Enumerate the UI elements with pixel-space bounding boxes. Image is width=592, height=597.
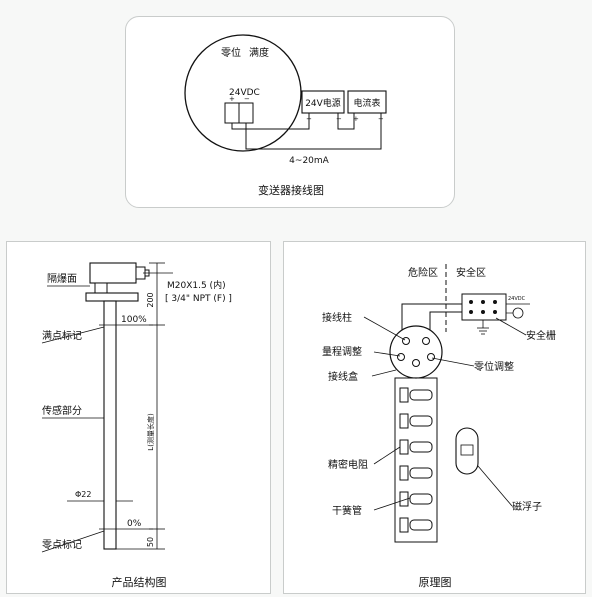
full-mark-label: 满点标记 xyxy=(42,330,82,342)
meter-plus-sign: + xyxy=(353,115,359,123)
magnetic-float-leader xyxy=(477,465,513,507)
thread-line2: [ 3/4" NPT (F) ] xyxy=(165,294,232,304)
terminal-post-label: 接线柱 xyxy=(322,311,352,324)
supply-label: 24VDC xyxy=(229,88,260,98)
zero-adjust-label: 零位调整 xyxy=(474,360,514,373)
dimension-lines xyxy=(116,262,165,550)
terminal-plus xyxy=(224,102,240,124)
hazard-zone-label: 危险区 xyxy=(408,266,438,279)
thread-line1: M20X1.5 (内) xyxy=(167,279,226,291)
principle-diagram: 危险区 安全区 24VDC xyxy=(322,264,556,589)
transmitter-head-outline xyxy=(184,34,302,152)
flange xyxy=(85,292,139,302)
principle-caption: 原理图 xyxy=(419,576,452,589)
structure-diagram: 100% 0% 200 L(测量长度) 50 M20X1.5 (内) [ 3/4… xyxy=(41,262,232,589)
barrier-terminals xyxy=(469,300,497,314)
zero-label: 零位 xyxy=(221,46,241,59)
safe-zone-label: 安全区 xyxy=(456,266,486,279)
reed-switch-leader xyxy=(373,497,411,511)
terminal-minus xyxy=(238,102,254,124)
terminal-post-leader xyxy=(363,316,406,341)
float-magnet xyxy=(460,444,474,456)
full-mark-leader xyxy=(41,326,105,344)
explosion-surface-label: 隔爆面 xyxy=(47,273,77,285)
pct-full: 100% xyxy=(121,315,147,325)
range-adjust-leader xyxy=(373,351,401,357)
principle-diagram-panel: 危险区 安全区 24VDC xyxy=(283,241,586,594)
wiring-diagram: 零位 满度 24VDC + − 24V电源 电流表 + − + − 4~20mA… xyxy=(184,34,387,197)
dim-top: 200 xyxy=(146,292,155,307)
dim-length: L(测量长度) xyxy=(146,413,155,451)
range-adjust-label: 量程调整 xyxy=(322,345,362,358)
wiring-diagram-panel: 零位 满度 24VDC + − 24V电源 电流表 + − + − 4~20mA… xyxy=(125,16,455,208)
housing-neck xyxy=(94,282,108,294)
safety-barrier-box xyxy=(461,293,507,321)
reed-switch-label: 干簧管 xyxy=(332,504,362,517)
sensor-part-label: 传感部分 xyxy=(42,404,82,417)
junction-box-leader xyxy=(371,369,397,377)
meter-label: 电流表 xyxy=(353,97,380,109)
signal-label: 4~20mA xyxy=(289,156,329,166)
zero-mark-leader xyxy=(41,530,105,553)
structure-caption: 产品结构图 xyxy=(112,575,167,589)
terminal-minus-sign: − xyxy=(244,95,250,103)
meter-symbol-icon xyxy=(512,307,524,319)
ammeter-box xyxy=(347,90,387,114)
terminal-screws xyxy=(397,337,435,367)
structure-diagram-panel: 100% 0% 200 L(测量长度) 50 M20X1.5 (内) [ 3/4… xyxy=(6,241,271,594)
precision-resistor-label: 精密电阻 xyxy=(328,458,368,471)
junction-box-outline xyxy=(389,325,443,379)
safety-barrier-label: 安全栅 xyxy=(526,329,556,342)
sensor-column xyxy=(394,377,438,543)
ground-icon xyxy=(477,327,489,335)
precision-resistor-leader xyxy=(373,446,401,465)
diameter-label: Φ22 xyxy=(75,490,91,499)
pct-zero: 0% xyxy=(127,519,142,529)
power-label: 24V电源 xyxy=(305,97,341,109)
wiring-caption: 变送器接线图 xyxy=(258,183,324,197)
zero-adjust-leader xyxy=(431,357,475,367)
terminal-plus-sign: + xyxy=(229,95,235,103)
magnetic-float-label: 磁浮子 xyxy=(512,500,542,513)
safety-barrier-leader xyxy=(495,317,527,336)
field-wires xyxy=(401,303,462,330)
housing-body xyxy=(89,262,137,284)
barrier-supply-label: 24VDC xyxy=(508,296,526,302)
power-supply-box xyxy=(301,90,345,114)
wiring-lines xyxy=(231,113,382,150)
reed-switch-chain xyxy=(399,387,433,533)
junction-box-label: 接线盒 xyxy=(328,370,358,383)
power-minus-sign: − xyxy=(336,115,342,123)
probe-tube xyxy=(103,300,117,550)
full-label: 满度 xyxy=(249,46,269,59)
dim-bottom: 50 xyxy=(146,537,155,547)
